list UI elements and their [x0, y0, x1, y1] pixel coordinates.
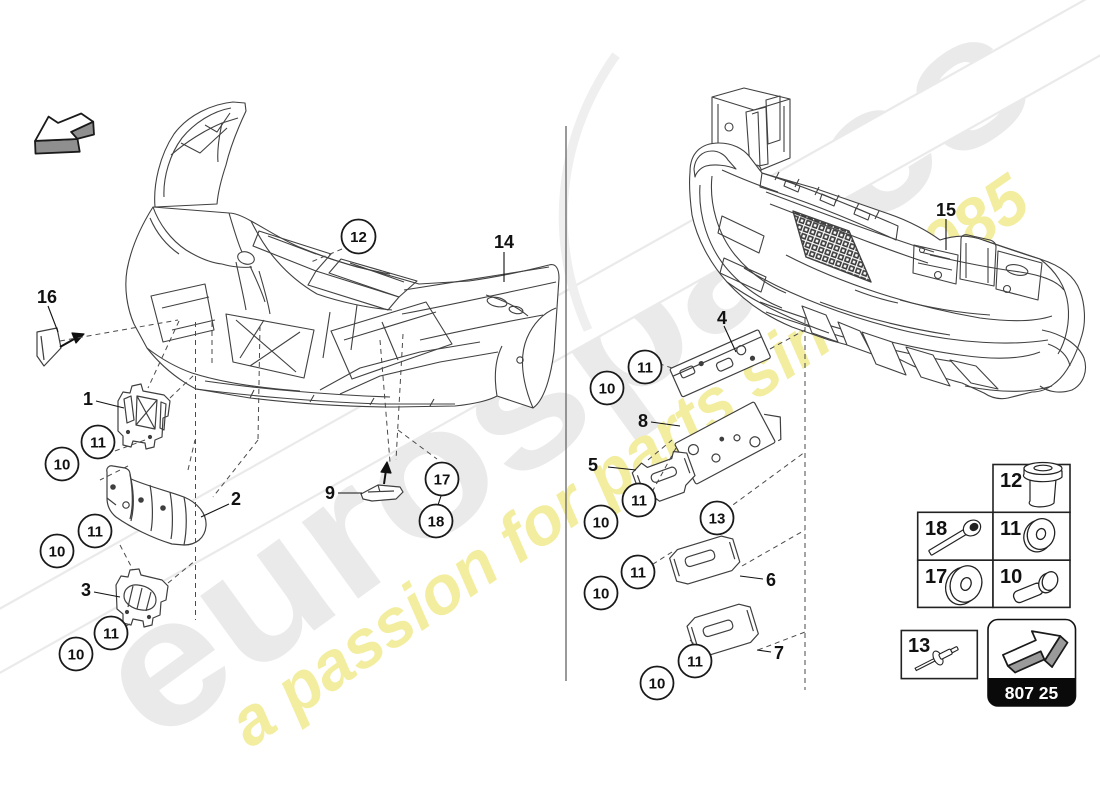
- svg-text:8: 8: [638, 411, 648, 431]
- svg-text:807 25: 807 25: [1005, 683, 1059, 703]
- svg-text:10: 10: [593, 586, 610, 603]
- svg-text:2: 2: [231, 489, 241, 509]
- svg-text:6: 6: [766, 570, 776, 590]
- svg-text:17: 17: [925, 566, 947, 588]
- svg-text:10: 10: [49, 544, 66, 561]
- svg-text:11: 11: [637, 360, 653, 377]
- svg-text:9: 9: [325, 483, 335, 503]
- svg-text:10: 10: [593, 515, 610, 532]
- svg-text:11: 11: [90, 435, 106, 452]
- svg-text:14: 14: [494, 232, 514, 252]
- svg-text:12: 12: [1000, 470, 1022, 492]
- svg-text:15: 15: [936, 200, 956, 220]
- svg-text:11: 11: [1000, 518, 1021, 540]
- svg-text:17: 17: [434, 472, 451, 489]
- svg-text:11: 11: [687, 654, 703, 671]
- svg-text:10: 10: [649, 676, 666, 693]
- svg-text:10: 10: [54, 457, 71, 474]
- svg-text:3: 3: [81, 580, 91, 600]
- svg-text:5: 5: [588, 455, 598, 475]
- svg-text:18: 18: [428, 514, 445, 531]
- svg-text:11: 11: [631, 493, 647, 510]
- svg-text:11: 11: [87, 524, 103, 541]
- svg-text:11: 11: [630, 565, 646, 582]
- svg-text:4: 4: [717, 308, 727, 328]
- svg-text:11: 11: [103, 626, 119, 643]
- svg-text:12: 12: [350, 229, 367, 246]
- svg-text:7: 7: [774, 643, 784, 663]
- svg-text:1: 1: [83, 389, 93, 409]
- svg-text:10: 10: [599, 381, 616, 398]
- svg-text:13: 13: [709, 511, 726, 528]
- svg-text:16: 16: [37, 287, 57, 307]
- svg-text:10: 10: [1000, 566, 1022, 588]
- svg-text:18: 18: [925, 518, 947, 540]
- svg-text:10: 10: [68, 647, 85, 664]
- svg-text:13: 13: [908, 635, 930, 657]
